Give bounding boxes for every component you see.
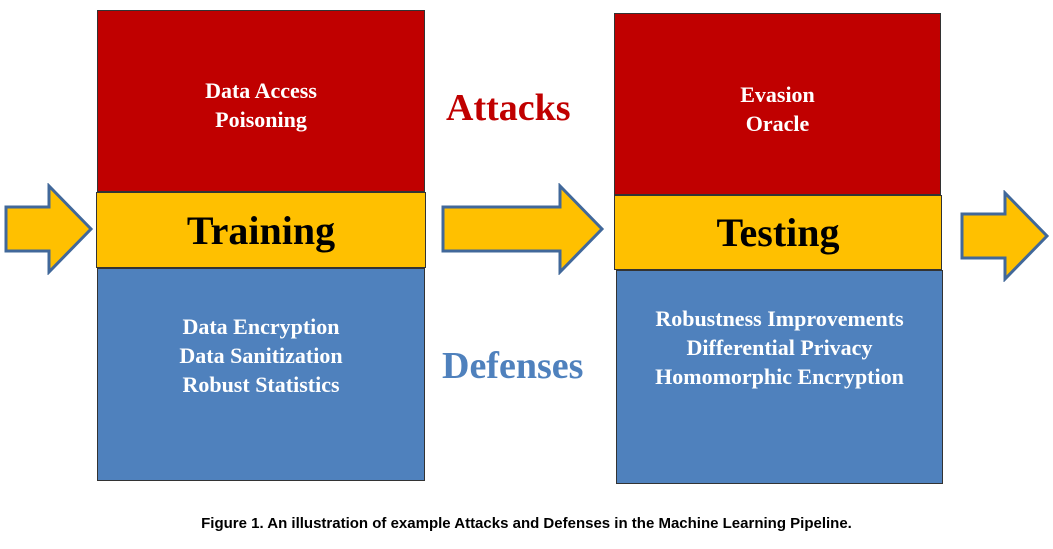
figure-caption: Figure 1. An illustration of example Att…: [201, 515, 852, 532]
training-stage-box: Training: [96, 192, 426, 268]
defenses-label: Defenses: [442, 345, 584, 387]
attacks-label: Attacks: [446, 87, 571, 129]
defense-item: Robust Statistics: [182, 372, 340, 397]
defense-item: Homomorphic Encryption: [655, 363, 904, 389]
training-stage-label: Training: [186, 207, 336, 253]
attack-item: Poisoning: [215, 107, 307, 132]
testing-attacks-box: Evasion Oracle: [614, 13, 941, 195]
testing-stage-box: Testing: [614, 195, 942, 270]
defense-item: Differential Privacy: [686, 334, 873, 360]
training-to-testing-arrow-icon: [441, 183, 605, 275]
attack-item: Data Access: [205, 78, 317, 103]
defense-item: Data Encryption: [182, 314, 340, 339]
testing-defenses-box: Robustness Improvements Differential Pri…: [616, 270, 943, 484]
attack-item: Oracle: [745, 111, 810, 136]
input-arrow-icon: [4, 183, 94, 275]
output-arrow-icon: [960, 190, 1050, 282]
training-defenses-box: Data Encryption Data Sanitization Robust…: [97, 268, 425, 481]
defense-item: Robustness Improvements: [655, 305, 904, 331]
defense-item: Data Sanitization: [179, 343, 343, 368]
attack-item: Evasion: [740, 82, 815, 107]
testing-stage-label: Testing: [716, 210, 840, 255]
training-attacks-box: Data Access Poisoning: [97, 10, 425, 192]
